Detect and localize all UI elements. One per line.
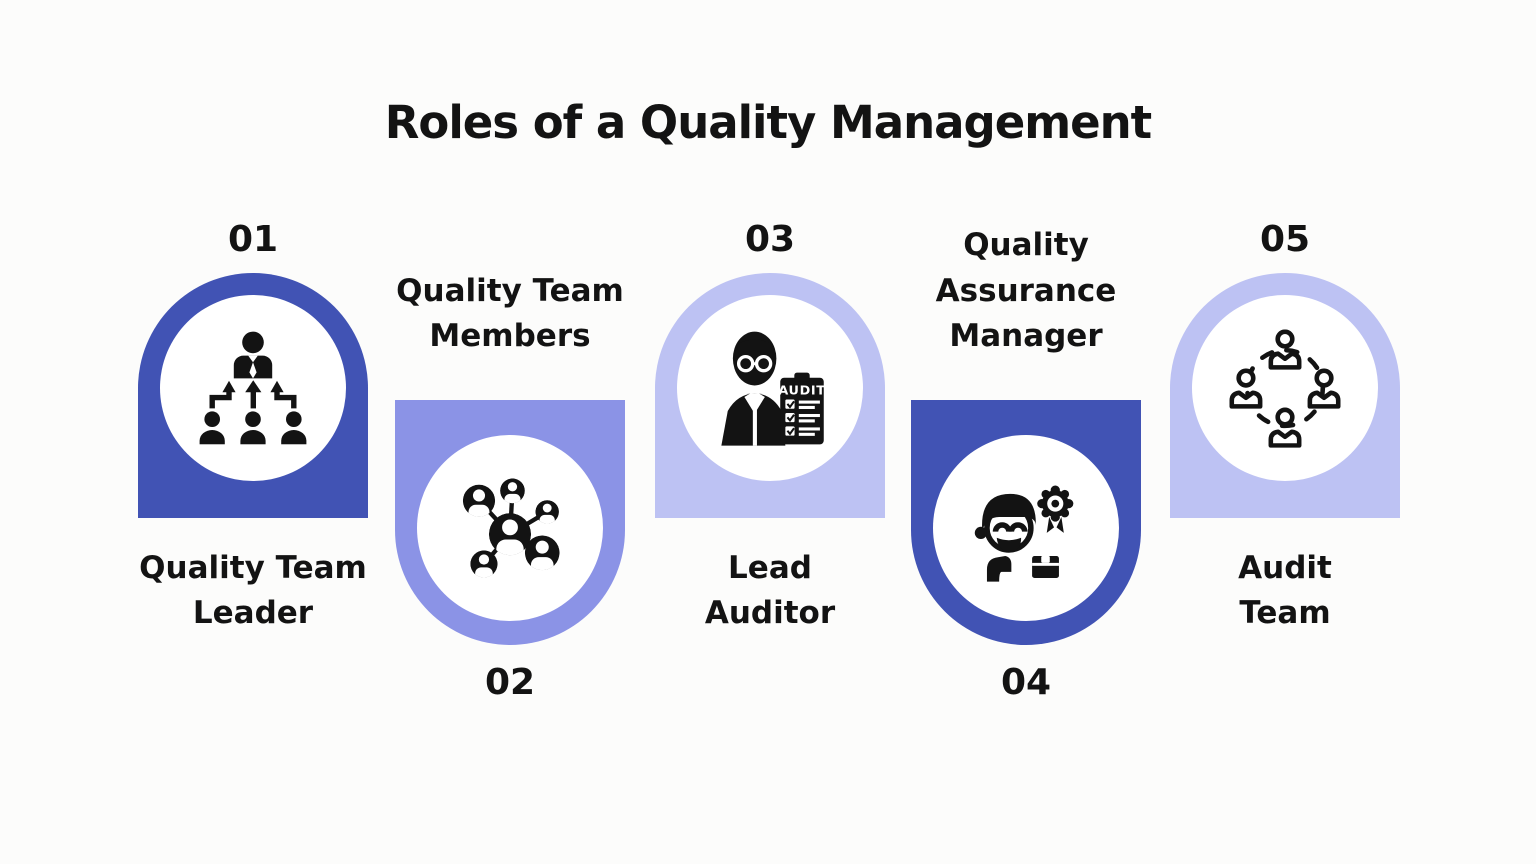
org-hierarchy-icon — [199, 331, 307, 444]
role-shape: AUDIT — [655, 272, 885, 518]
item-label: Quality Assurance Manager — [935, 227, 1117, 355]
item-quality-assurance-manager: Quality Assurance Manager — [897, 227, 1155, 703]
team-network-icon — [448, 466, 572, 590]
icon-circle — [933, 435, 1119, 621]
item-number: 04 — [1000, 662, 1052, 703]
item-lead-auditor: 03 AUDIT — [641, 220, 899, 637]
item-quality-team-leader: 01 Quality — [124, 220, 382, 637]
item-audit-team: 05 Audit Team — [1156, 220, 1414, 637]
role-shape — [1170, 272, 1400, 518]
role-shape — [911, 400, 1141, 645]
item-quality-team-members: Quality Team Members — [381, 273, 639, 703]
item-number: 05 — [1259, 219, 1311, 260]
item-label: Audit Team — [1238, 549, 1332, 632]
qa-manager-icon — [974, 485, 1074, 582]
item-label: Quality Team Members — [396, 272, 624, 355]
item-number: 01 — [227, 219, 279, 260]
item-number: 03 — [744, 219, 796, 260]
icon-circle — [160, 294, 346, 481]
item-label: Quality Team Leader — [139, 549, 367, 632]
icon-circle — [1192, 294, 1378, 481]
role-shape — [395, 400, 625, 645]
auditor-icon: AUDIT — [721, 331, 825, 446]
page-title: Roles of a Quality Management — [384, 96, 1152, 149]
item-number: 02 — [484, 662, 536, 703]
role-shape — [138, 272, 368, 518]
icon-circle: AUDIT — [677, 294, 863, 481]
audit-clipboard-label: AUDIT — [778, 383, 825, 398]
audit-team-icon — [1224, 327, 1346, 449]
item-label: Lead Auditor — [704, 549, 836, 632]
icon-circle — [417, 435, 603, 621]
